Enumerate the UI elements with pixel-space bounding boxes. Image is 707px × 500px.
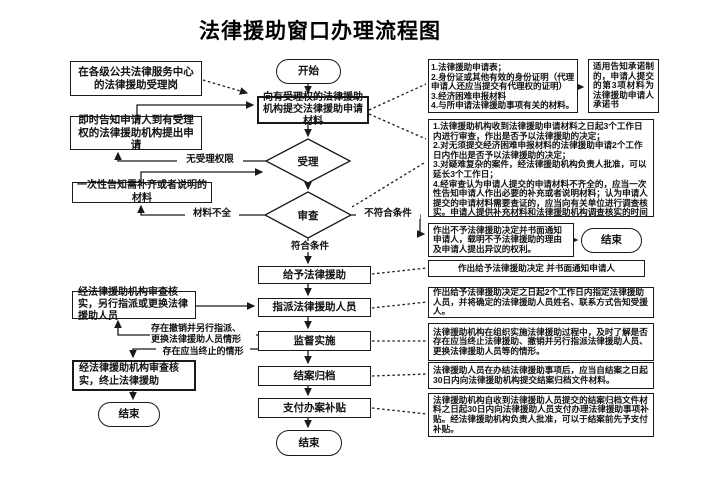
edge-label-no-authority: 无受理权限: [177, 154, 243, 165]
materials-line: 1.法律援助申请表；: [431, 62, 507, 72]
ref-grant-notice: [371, 267, 428, 275]
node-inform-apply: 即时告知申请人到有受理权的法律援助机构提出申请: [70, 114, 202, 151]
accept-diamond-shape: [264, 138, 352, 184]
annotation-pay-rule: 法律援助机构自收到法律援助人员提交的结案归档文件材料之日起30日内向法律援助人员…: [428, 393, 654, 437]
ref-archive-rule: [371, 373, 428, 377]
node-terminate: 经法律援助机构审查核实，终止法律援助: [72, 360, 196, 391]
node-submit: 向有受理权的法律援助机构提交法律援助申请材料: [257, 92, 369, 127]
annotation-archive-rule: 法律援助人员在办结法律援助事项后，应当自结案之日起30日内向法律援助机构提交结案…: [428, 362, 654, 389]
node-reception-post: 在各级公共法律服务中心的法律援助受理岗: [70, 61, 202, 96]
edge-inform-submit: [136, 101, 255, 116]
ref-pay-rule: [371, 407, 428, 415]
ref-post-submit: [202, 79, 249, 95]
node-assign: 指派法律援助人员: [258, 298, 371, 317]
materials-line: 4.与所申请法律援助事项有关的材料。: [431, 100, 575, 111]
review-diamond-shape: [263, 191, 353, 239]
page-title: 法律援助窗口办理流程图: [199, 20, 441, 43]
annotation-review-rules: 1.法律援助机构收到法律援助申请材料之日起3个工作日内进行审查，作出是否予以法律…: [428, 119, 654, 217]
node-review: 审查: [297, 209, 319, 222]
review-rule: 4.经审查认为申请人提交的申请材料不齐全的，应当一次性告知申请人作出必要的补充或…: [433, 178, 648, 217]
annotation-supervise-rule: 法律援助机构在组织实施法律援助过程中，及时了解是否存在应当终止法律援助、撤销并另…: [428, 323, 654, 361]
ref-review-rules: [351, 162, 425, 208]
materials-line: 2.身份证或其他有效的身份证明（代理申请人还应当提交有代理权的证明）: [431, 71, 575, 92]
ref-submit-rules: [368, 113, 427, 140]
annotation-materials: 1.法律援助申请表； 2.身份证或其他有效的身份证明（代理申请人还应当提交有代理…: [428, 59, 578, 113]
node-supervise: 监督实施: [258, 331, 371, 351]
annotation-deny: 作出不予法律援助决定并书面通知申请人，载明不予法律援助的理由及申请人提出异议的权…: [428, 223, 574, 257]
review-rule: 3.对疑难复杂的案件，经法律援助机构负责人批准，可以延长3个工作日；: [433, 159, 647, 179]
edge-label-revoke-reassign: 存在撤销并另行指派、 更换法律援助人员情形: [150, 323, 256, 344]
ref-assign-rule: [371, 301, 428, 309]
ref-submit-materials: [368, 83, 427, 111]
node-pay: 支付办案补贴: [258, 398, 371, 418]
edge-label-not-qualified: 不符合条件: [356, 208, 420, 219]
node-inform-supplement: 一次性告知需补齐或者说明的材料: [72, 180, 212, 204]
node-reassign: 经法律援助机构审查核实，另行指派或更换法律援助人员: [72, 287, 196, 322]
node-start: 开始: [276, 59, 341, 84]
node-end-left: 结束: [98, 402, 160, 427]
node-end: 结束: [276, 430, 342, 456]
node-archive: 结案归档: [258, 366, 371, 386]
annotation-promise: 适用告知承诺制的，申请人提交的第3项材料为法律援助申请人承诺书: [588, 59, 659, 113]
annotation-grant-notice: 作出给予法律援助决定 并书面通知申请人: [428, 260, 645, 277]
edge-label-should-terminate: 存在应当终止的情形: [156, 346, 250, 357]
edge-supplement-accept: [140, 168, 264, 182]
node-accept: 受理: [297, 155, 319, 168]
annotation-assign-rule: 作出给予法律援助决定之日起2个工作日内指定法律援助人员，并将确定的法律援助人员姓…: [428, 287, 654, 318]
node-end-right: 结束: [581, 228, 642, 253]
edge-label-incomplete: 材料不全: [185, 208, 239, 219]
review-rule: 1.法律援助机构收到法律援助申请材料之日起3个工作日内进行审查，作出是否予以法律…: [433, 121, 643, 141]
materials-line: 3.经济困难申报材料: [431, 90, 507, 101]
edge-label-qualified: 符合条件: [283, 241, 337, 252]
node-grant: 给予法律援助: [258, 266, 371, 284]
review-rule: 2.对无须提交经济困难申报材料的法律援助申请2个工作日内作出是否予以法律援助的决…: [433, 140, 643, 160]
